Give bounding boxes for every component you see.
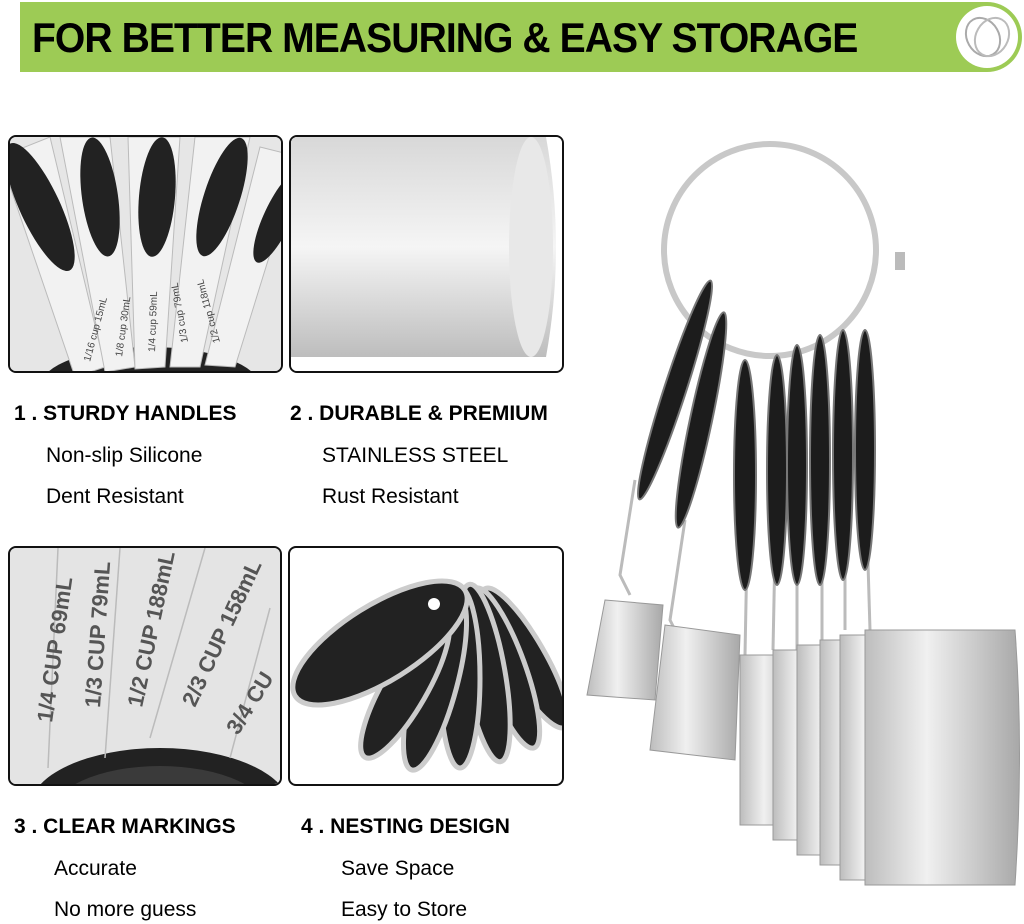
feature-line: Accurate — [54, 857, 137, 880]
feature-line: Non-slip Silicone — [46, 444, 203, 467]
feature-line: Save Space — [341, 857, 455, 880]
ring-icon — [956, 6, 1018, 68]
banner: FOR BETTER MEASURING & EASY STORAGE — [20, 2, 1022, 72]
feature-line: Easy to Store — [341, 898, 468, 921]
feature-heading: 3 . CLEAR MARKINGS — [14, 815, 236, 838]
panel-stainless-steel — [289, 135, 564, 373]
feature-heading: 2 . DURABLE & PREMIUM — [290, 402, 548, 425]
panel-clear-markings: 1/4 CUP 69mL 1/3 CUP 79mL 1/2 CUP 188mL … — [8, 546, 282, 786]
panel-sturdy-handles: 1/16 cup 15mL 1/8 cup 30mL 1/4 cup 59mL … — [8, 135, 283, 373]
feature-line: Rust Resistant — [322, 485, 459, 508]
measuring-cups-product-image — [575, 130, 1024, 895]
feature-line: Dent Resistant — [46, 485, 184, 508]
feature-line: STAINLESS STEEL — [322, 444, 509, 467]
feature-line: No more guess — [54, 898, 197, 921]
banner-title: FOR BETTER MEASURING & EASY STORAGE — [32, 14, 858, 61]
handle-label: 1/4 cup 59mL — [147, 291, 160, 352]
panel-nesting-design — [288, 546, 564, 786]
feature-heading: 4 . NESTING DESIGN — [301, 815, 510, 838]
feature-heading: 1 . STURDY HANDLES — [14, 402, 237, 425]
